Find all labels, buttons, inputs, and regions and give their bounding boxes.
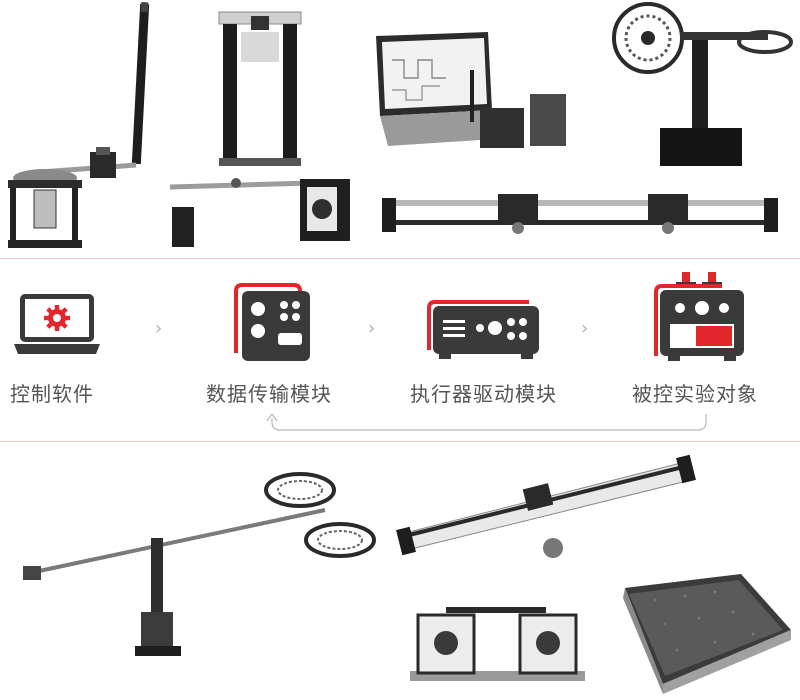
laptop-gear-icon	[14, 294, 100, 354]
feedback-arrow-icon	[266, 412, 707, 431]
xy-motion-stage-image	[623, 574, 791, 694]
step-label-amplifier: 执行器驱动模块	[410, 382, 557, 406]
aero-fan-rig-image	[612, 2, 793, 166]
arrow-3-icon: ›	[581, 318, 589, 339]
seesaw-cart-image	[396, 454, 696, 558]
rotary-inverted-pendulum-image	[8, 1, 150, 248]
step-label-data-module: 数据传输模块	[206, 382, 332, 406]
twin-servo-coupled-image	[410, 607, 585, 681]
arrow-2-icon: ›	[368, 318, 376, 339]
ball-and-beam-frame-image	[218, 11, 302, 166]
arrow-1-icon: ›	[155, 318, 163, 339]
plant-device-icon	[654, 272, 744, 361]
step-label-software: 控制软件	[10, 382, 94, 406]
divider-bottom	[0, 441, 800, 442]
laptop-control-station-image	[376, 32, 566, 148]
divider-top	[0, 258, 800, 259]
2dof-helicopter-image	[23, 472, 376, 656]
step-label-plant: 被控实验对象	[632, 382, 758, 406]
data-module-icon	[234, 283, 310, 361]
ball-and-beam-servo-image	[169, 178, 350, 247]
linear-cart-track-image	[382, 194, 778, 234]
amplifier-module-icon	[427, 300, 539, 359]
